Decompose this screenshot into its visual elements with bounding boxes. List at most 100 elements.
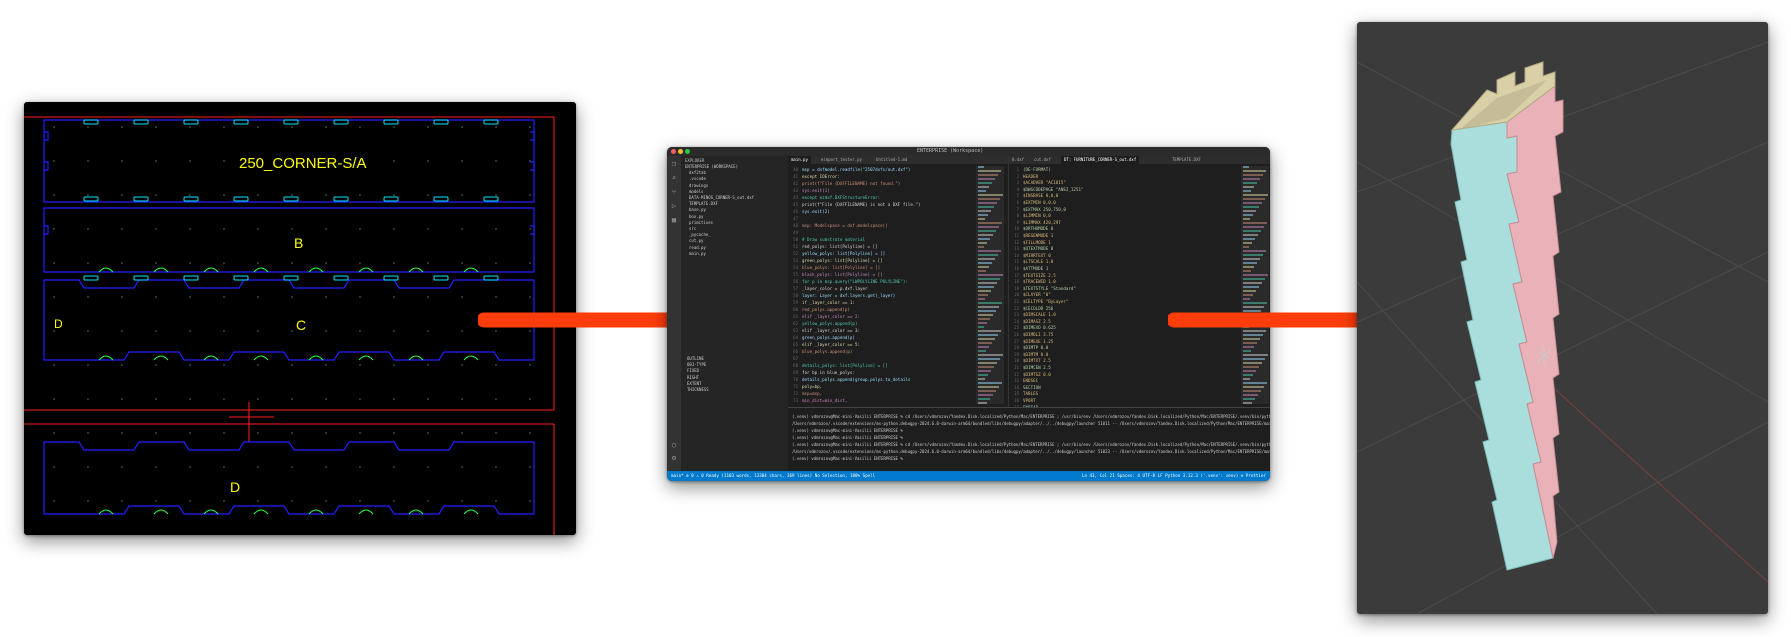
close-window-button[interactable]	[671, 149, 676, 154]
account-icon[interactable]: ◯	[671, 441, 677, 449]
minimap-left[interactable]	[976, 166, 1004, 404]
grid-dot	[461, 364, 463, 366]
tab-cut-dxf[interactable]: cut.dxf	[1034, 157, 1051, 162]
dxf-line: $EXTMAX 250,750,0	[1023, 206, 1066, 212]
grid-dot	[53, 228, 55, 230]
tab-furniture-dxf[interactable]: DT: FURNITURE_CORNER-S_out.dxf	[1061, 156, 1140, 164]
dxf-line: $DIMTXT 2.5	[1023, 358, 1051, 364]
grid-dot	[529, 432, 531, 434]
cad-part-outlines	[43, 119, 535, 515]
grid-dot	[189, 194, 191, 196]
line-number: 71	[793, 384, 798, 389]
code-editor-window[interactable]: ENTERPRISE (Workspace) ❐ ⌕ ⑂ ▷ ▦ ◯ ⚙ EXP…	[667, 147, 1270, 481]
3d-model-viewport[interactable]	[1357, 22, 1768, 614]
minimap-line	[978, 382, 1002, 384]
file-tree-item[interactable]: main.py	[689, 250, 706, 256]
slot-cutout	[233, 196, 249, 202]
explorer-icon[interactable]: ❐	[671, 160, 677, 168]
file-tree-item[interactable]: DATA-MINOS_CORNER-S_out.dxf	[689, 195, 755, 200]
grid-dot	[495, 194, 497, 196]
grid-dot	[223, 262, 225, 264]
outline-item[interactable]: OBJ-TYPE	[687, 362, 707, 368]
file-tree-item[interactable]: drawings	[689, 182, 709, 188]
grid-dot	[53, 398, 55, 400]
tab-main-py[interactable]: main.py	[788, 156, 811, 164]
tab-0-dxf[interactable]: 0.dxf	[1012, 157, 1025, 162]
grid-dot	[393, 330, 395, 332]
grid-dot	[325, 126, 327, 128]
code-line: red_polys.append(p)	[802, 307, 850, 312]
line-number: 46	[793, 209, 798, 214]
file-tree-item[interactable]: box.py	[689, 213, 704, 219]
line-number: 52	[793, 251, 798, 256]
grid-dot	[87, 432, 89, 434]
status-bar: main* ⊗ 0 ⚠ 0 Ready (1103 words, 13304 c…	[667, 471, 1270, 481]
minimap-line	[1243, 358, 1265, 360]
minimize-window-button[interactable]	[678, 149, 683, 154]
grid-dot	[359, 364, 361, 366]
editor-tabbar-right: 0.dxf cut.dxf DT: FURNITURE_CORNER-S_out…	[1009, 156, 1270, 164]
file-tree-item[interactable]: base.py	[689, 207, 706, 213]
file-tree-item[interactable]: dxf2tab	[689, 170, 706, 176]
grid-dot	[325, 398, 327, 400]
file-tree-item[interactable]: src	[689, 226, 697, 231]
minimap-right[interactable]	[1241, 166, 1269, 404]
editor-group-right[interactable]: 0.dxf cut.dxf DT: FURNITURE_CORNER-S_out…	[1008, 156, 1270, 410]
maximize-window-button[interactable]	[685, 149, 690, 154]
slot-cutout	[383, 119, 399, 125]
grid-dot	[121, 330, 123, 332]
slot-cutout	[483, 275, 499, 281]
cad-section-label-d: D	[230, 479, 240, 495]
grid-dot	[53, 262, 55, 264]
slot-cutout	[483, 196, 499, 202]
extensions-icon[interactable]: ▦	[671, 216, 677, 224]
minimap-line	[1243, 206, 1259, 208]
line-number: 53	[793, 258, 798, 263]
grid-dot	[223, 364, 225, 366]
grid-dot	[529, 296, 531, 298]
run-debug-icon[interactable]: ▷	[671, 202, 677, 210]
outline-item[interactable]: THICKNESS	[687, 387, 709, 392]
source-control-icon[interactable]: ⑂	[671, 188, 677, 196]
file-tree-item[interactable]: TEMPLATE.DXF	[689, 201, 718, 207]
grid-dot	[325, 262, 327, 264]
grid-dot	[155, 296, 157, 298]
tab-untitled[interactable]: Untitled-1.md	[876, 157, 908, 162]
terminal-panel[interactable]: (.venv) vdmrozov@Mac-mini-Vasilii ENTERP…	[788, 407, 1270, 472]
file-tree-item[interactable]: primitives	[689, 219, 714, 225]
grid-dot	[393, 262, 395, 264]
tab-eimport-tester[interactable]: eimport_tester.py	[821, 157, 862, 162]
file-tree-item[interactable]: _pycache_	[689, 232, 711, 238]
outline-item[interactable]: OUTLINE	[687, 356, 704, 361]
minimap-line	[1243, 278, 1265, 280]
file-tree-item[interactable]: models	[689, 188, 704, 194]
editor-group-left[interactable]: main.py eimport_tester.py Untitled-1.md …	[788, 156, 1008, 407]
line-number: 30	[1014, 358, 1019, 364]
dxf-line: $LTSCALE 1.0	[1023, 259, 1054, 265]
outline-item[interactable]: FIXED	[687, 368, 700, 374]
minimap-line	[978, 246, 984, 248]
grid-dot	[325, 500, 327, 502]
tab-feature	[408, 355, 424, 361]
slot-cutout	[133, 275, 149, 281]
status-left: main* ⊗ 0 ⚠ 0 Ready (1103 words, 13304 c…	[671, 473, 876, 478]
terminal-line: /Users/vdmrozov/.vscode/extensions/ms-py…	[792, 449, 1270, 454]
search-icon[interactable]: ⌕	[671, 174, 677, 182]
file-tree-item[interactable]: .vscode	[689, 176, 706, 182]
grid-dot	[121, 432, 123, 434]
file-tree-item[interactable]: ENTERPRISE (WORKSPACE)	[685, 164, 738, 169]
file-tree-item[interactable]: cut.py	[689, 238, 704, 244]
settings-gear-icon[interactable]: ⚙	[671, 454, 677, 462]
outline-item[interactable]: RIGHT	[687, 374, 700, 380]
grid-dot	[325, 432, 327, 434]
file-tree-item[interactable]: read.py	[689, 244, 706, 250]
minimap-line	[978, 298, 985, 300]
grid-dot	[393, 432, 395, 434]
grid-dot	[53, 126, 55, 128]
grid-dot	[53, 296, 55, 298]
outline-item[interactable]: EXTENT	[687, 380, 702, 386]
tab-template-dxf[interactable]: TEMPLATE.DXF	[1172, 157, 1201, 162]
grid-dot	[427, 296, 429, 298]
minimap-line	[1243, 178, 1260, 180]
grid-dot	[529, 500, 531, 502]
